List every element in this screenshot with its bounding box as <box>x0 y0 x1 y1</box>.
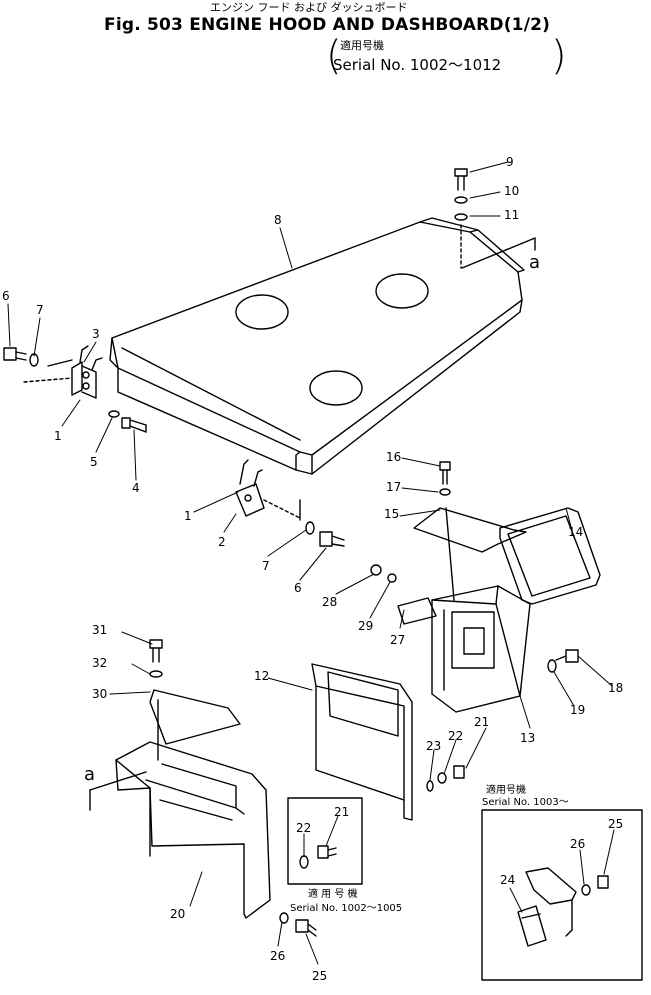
callout-6: 6 <box>2 289 10 303</box>
inset-box-lower <box>287 797 363 885</box>
callout-7: 7 <box>262 559 270 573</box>
callout-28: 28 <box>322 595 338 609</box>
callout-11: 11 <box>504 208 520 222</box>
callout-14: 14 <box>568 525 584 539</box>
callout-20: 20 <box>170 907 186 921</box>
callout-12: 12 <box>254 669 270 683</box>
bolts-21-22-23 <box>426 765 465 792</box>
callout-13: 13 <box>520 731 536 745</box>
callout-27: 27 <box>390 633 406 647</box>
inset-box-right <box>481 809 643 981</box>
cover-plate-15 <box>413 461 527 601</box>
callout-2: 2 <box>218 535 226 549</box>
inset-right-serial: Serial No. 1003～ <box>482 797 569 808</box>
callout-29: 29 <box>358 619 374 633</box>
bolt-25-washer-26-lower <box>279 912 317 937</box>
callout-22-inset: 22 <box>296 821 312 835</box>
callout-25: 25 <box>312 969 328 983</box>
bolt-31-plate-30 <box>149 639 241 761</box>
view-marker-bottom: a <box>84 764 96 785</box>
dashboard-base-20 <box>115 741 271 919</box>
bolt-18-washer-19 <box>547 649 579 673</box>
plate-27 <box>370 564 437 625</box>
paren-left: ( <box>326 33 342 79</box>
panel-12 <box>311 663 413 821</box>
applicable-label-japanese: 適用号機 <box>340 39 384 52</box>
leader-lines <box>7 161 615 965</box>
page-title: Fig. 503 ENGINE HOOD AND DASHBOARD(1/2) <box>104 15 551 35</box>
inset-lower-serial: Serial No. 1002～1005 <box>290 903 403 914</box>
callout-3: 3 <box>92 327 100 341</box>
bolt-9-washers-10-11 <box>454 168 468 269</box>
title-japanese: エンジン フード および ダッシュボード <box>210 1 408 14</box>
callout-22: 22 <box>448 729 464 743</box>
callout-31: 31 <box>92 623 108 637</box>
callout-19: 19 <box>570 703 586 717</box>
callout-4: 4 <box>132 481 140 495</box>
callout-9: 9 <box>506 155 514 169</box>
engine-hood-part-8 <box>109 217 525 475</box>
serial-range: Serial No. 1002～1012 <box>333 56 502 74</box>
callout-18: 18 <box>608 681 624 695</box>
inset-right-label-japanese: 適用号機 <box>486 785 526 796</box>
callout-24-inset: 24 <box>500 873 516 887</box>
callout-5: 5 <box>90 455 98 469</box>
callout-30: 30 <box>92 687 108 701</box>
callout-32: 32 <box>92 656 108 670</box>
callout-21-inset: 21 <box>334 805 350 819</box>
callout-7: 7 <box>36 303 44 317</box>
callout-1: 1 <box>184 509 192 523</box>
callout-16: 16 <box>386 450 402 464</box>
gasket-14 <box>499 507 601 605</box>
view-marker-top: a <box>529 252 541 273</box>
callout-8: 8 <box>274 213 282 227</box>
callout-15: 15 <box>384 507 400 521</box>
dashboard-box-13 <box>431 585 531 713</box>
hinge-left-parts-1-3 <box>23 345 103 399</box>
callout-10: 10 <box>504 184 520 198</box>
bolt-6-washer-7-left <box>3 347 39 367</box>
callout-1: 1 <box>54 429 62 443</box>
paren-right: ) <box>551 33 567 79</box>
callout-26-inset: 26 <box>570 837 586 851</box>
callout-21: 21 <box>474 715 490 729</box>
callout-25-inset: 25 <box>608 817 624 831</box>
callout-26: 26 <box>270 949 286 963</box>
bolt-4-washer-5 <box>108 410 147 433</box>
callout-17: 17 <box>386 480 402 494</box>
hinge-lower-parts-1-2 <box>235 459 345 547</box>
bracket-24-bolt-25-26-inset <box>517 867 609 947</box>
callout-23: 23 <box>426 739 442 753</box>
bolt-21-22-inset-lower <box>299 845 337 869</box>
callout-6: 6 <box>294 581 302 595</box>
inset-lower-label-japanese: 適 用 号 機 <box>308 889 358 900</box>
